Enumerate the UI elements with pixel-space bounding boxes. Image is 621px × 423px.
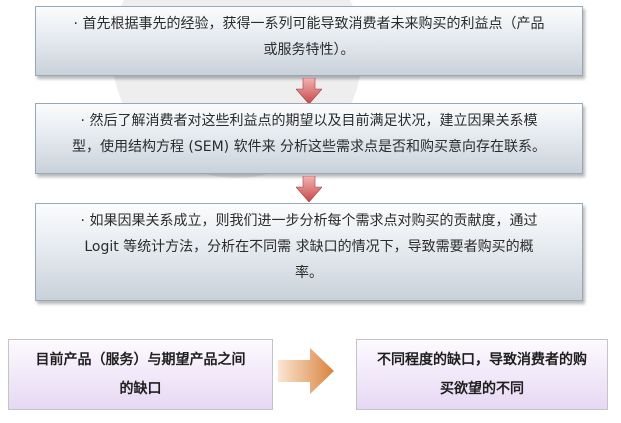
step-3-box: · 如果因果关系成立，则我们进一步分析每个需求点对购买的贡献度，通过 Logit… (35, 203, 583, 301)
purchase-desire-box: 不同程度的缺口，导致消费者的购 买欲望的不同 (356, 339, 608, 410)
current-gap-line-2: 的缺口 (119, 381, 162, 397)
step-3-line-1: · 如果因果关系成立，则我们进一步分析每个需求点对购买的贡献度，通过 (80, 213, 538, 229)
right-arrow-icon (278, 348, 334, 394)
step-1-box: · 首先根据事先的经验，获得一系列可能导致消费者未来购买的利益点（产品 或服务特… (35, 6, 583, 76)
step-2-line-1: · 然后了解消费者对这些利益点的期望以及目前满足状况，建立因果关系模 (80, 113, 538, 129)
step-1-line-2: 或服务特性）。 (263, 42, 355, 58)
step-3-line-2: Logit 等统计方法，分析在不同需 求缺口的情况下，导致需要者购买的概 (84, 239, 534, 255)
current-gap-box: 目前产品（服务）与期望产品之间 的缺口 (8, 339, 273, 410)
step-1-line-1: · 首先根据事先的经验，获得一系列可能导致消费者未来购买的利益点（产品 (73, 16, 545, 32)
step-2-box: · 然后了解消费者对这些利益点的期望以及目前满足状况，建立因果关系模 型，使用结… (35, 103, 583, 174)
step-2-line-2: 型，使用结构方程 (SEM) 软件来 分析这些需求点是否和购买意向存在联系。 (71, 139, 547, 155)
purchase-desire-line-1: 不同程度的缺口，导致消费者的购 (377, 352, 587, 368)
down-arrow-icon (296, 78, 322, 104)
down-arrow-icon (296, 176, 322, 202)
current-gap-line-1: 目前产品（服务）与期望产品之间 (35, 352, 246, 368)
step-3-line-3: 率。 (295, 265, 323, 281)
purchase-desire-line-2: 买欲望的不同 (440, 381, 524, 397)
